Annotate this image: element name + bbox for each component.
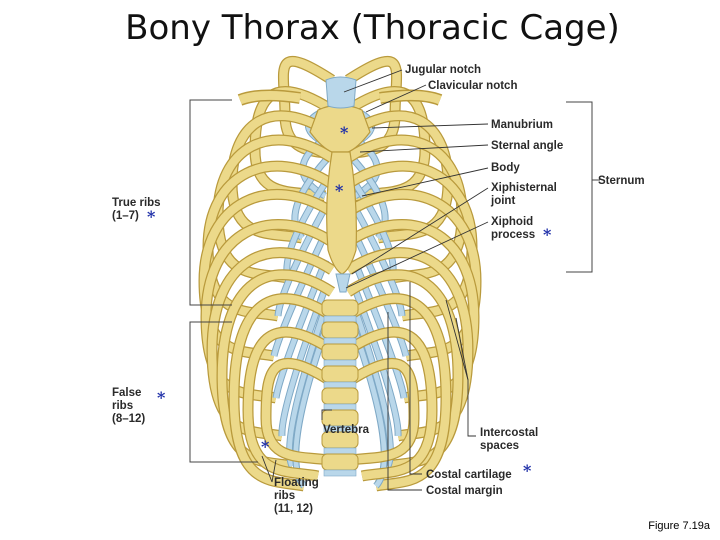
label-intercostal-line2: spaces [480, 440, 519, 452]
asterisk-markers: * * * * * * * [147, 123, 552, 480]
figure-caption: Figure 7.19a [648, 520, 710, 532]
label-floating-ribs-line3: (11, 12) [274, 503, 313, 515]
label-floating-ribs-line2: ribs [274, 490, 295, 502]
rib [345, 294, 451, 491]
leader-lines [261, 69, 489, 491]
label-xiphoid-line1: Xiphoid [491, 216, 533, 228]
label-xiphisternal-line2: joint [490, 195, 515, 207]
sternum-bracket [566, 101, 593, 273]
page-title: Bony Thorax (Thoracic Cage) [125, 8, 620, 48]
costal-cartilage [271, 230, 329, 357]
clavicle-left [238, 90, 301, 105]
intervertebral-disc [323, 381, 357, 389]
brackets [189, 99, 600, 463]
leader-jugular-notch [343, 69, 403, 93]
marker-body: * [335, 181, 344, 200]
marker-manubrium: * [340, 123, 349, 142]
vertebra-body [321, 299, 359, 317]
clavicle-right [379, 90, 442, 105]
label-xiphisternal-line1: Xiphisternal [491, 182, 557, 194]
rib [345, 327, 437, 481]
label-true-ribs-line1: True ribs [112, 197, 161, 209]
marker-false-ribs: * [157, 388, 166, 407]
leader-xiphisternal [351, 187, 489, 275]
vertebra-body [321, 321, 359, 339]
leader-floating-ribs [261, 455, 273, 483]
vertebra-body [321, 453, 359, 471]
label-costal-margin: Costal margin [426, 485, 503, 497]
label-costal-cartilage: Costal cartilage [426, 469, 512, 481]
intervertebral-disc [323, 469, 357, 477]
leader-floating-ribs-2 [271, 459, 277, 483]
sternum-illustration [309, 76, 371, 293]
structure-labels: Jugular notch Clavicular notch Manubrium… [112, 64, 645, 515]
rib [243, 327, 335, 481]
leader-manubrium [371, 123, 489, 129]
rib-cage-illustration [198, 55, 482, 492]
leader-body [361, 167, 489, 197]
label-clavicular-notch: Clavicular notch [428, 80, 517, 92]
leader-costal-margin [387, 312, 422, 491]
leader-intercostal [445, 299, 476, 437]
intervertebral-disc [323, 337, 357, 345]
marker-xiphoid: * [543, 225, 552, 244]
intervertebral-disc [323, 359, 357, 367]
vertebra-body [321, 365, 359, 383]
leader-clavicular-notch [365, 84, 427, 113]
leader-intercostal-2 [455, 317, 469, 381]
label-intercostal-line1: Intercostal [480, 427, 538, 439]
marker-costal-cartilage: * [523, 461, 532, 480]
leader-sternal-angle [359, 144, 489, 153]
marker-floating-ribs: * [261, 437, 270, 456]
intervertebral-disc [323, 315, 357, 323]
costal-cartilage [279, 285, 329, 437]
label-body: Body [491, 162, 520, 174]
marker-true-ribs: * [147, 207, 156, 226]
label-false-ribs-line2: ribs [112, 400, 133, 412]
leader-vertebra [321, 409, 332, 420]
intervertebral-disc [323, 403, 357, 411]
label-floating-ribs-line1: Floating [274, 477, 319, 489]
label-sternal-angle: Sternal angle [491, 140, 563, 152]
label-sternum: Sternum [598, 175, 645, 187]
label-xiphoid-line2: process [491, 229, 535, 241]
label-false-ribs-line1: False [112, 387, 141, 399]
true-ribs-bracket [189, 99, 232, 306]
leader-costal-cartilage [409, 282, 422, 475]
vertebra-body [321, 387, 359, 405]
label-vertebra: Vertebra [323, 424, 370, 436]
label-true-ribs-line2: (1–7) [112, 210, 139, 222]
vertebra-body [321, 343, 359, 361]
costal-cartilage [351, 230, 409, 357]
label-jugular-notch: Jugular notch [405, 64, 481, 76]
label-manubrium: Manubrium [491, 119, 553, 131]
vertebral-column [321, 299, 359, 477]
label-false-ribs-line3: (8–12) [112, 413, 145, 425]
intervertebral-disc [323, 447, 357, 455]
leader-xiphoid [345, 221, 489, 289]
rib [261, 359, 337, 466]
false-ribs-bracket [189, 321, 258, 463]
